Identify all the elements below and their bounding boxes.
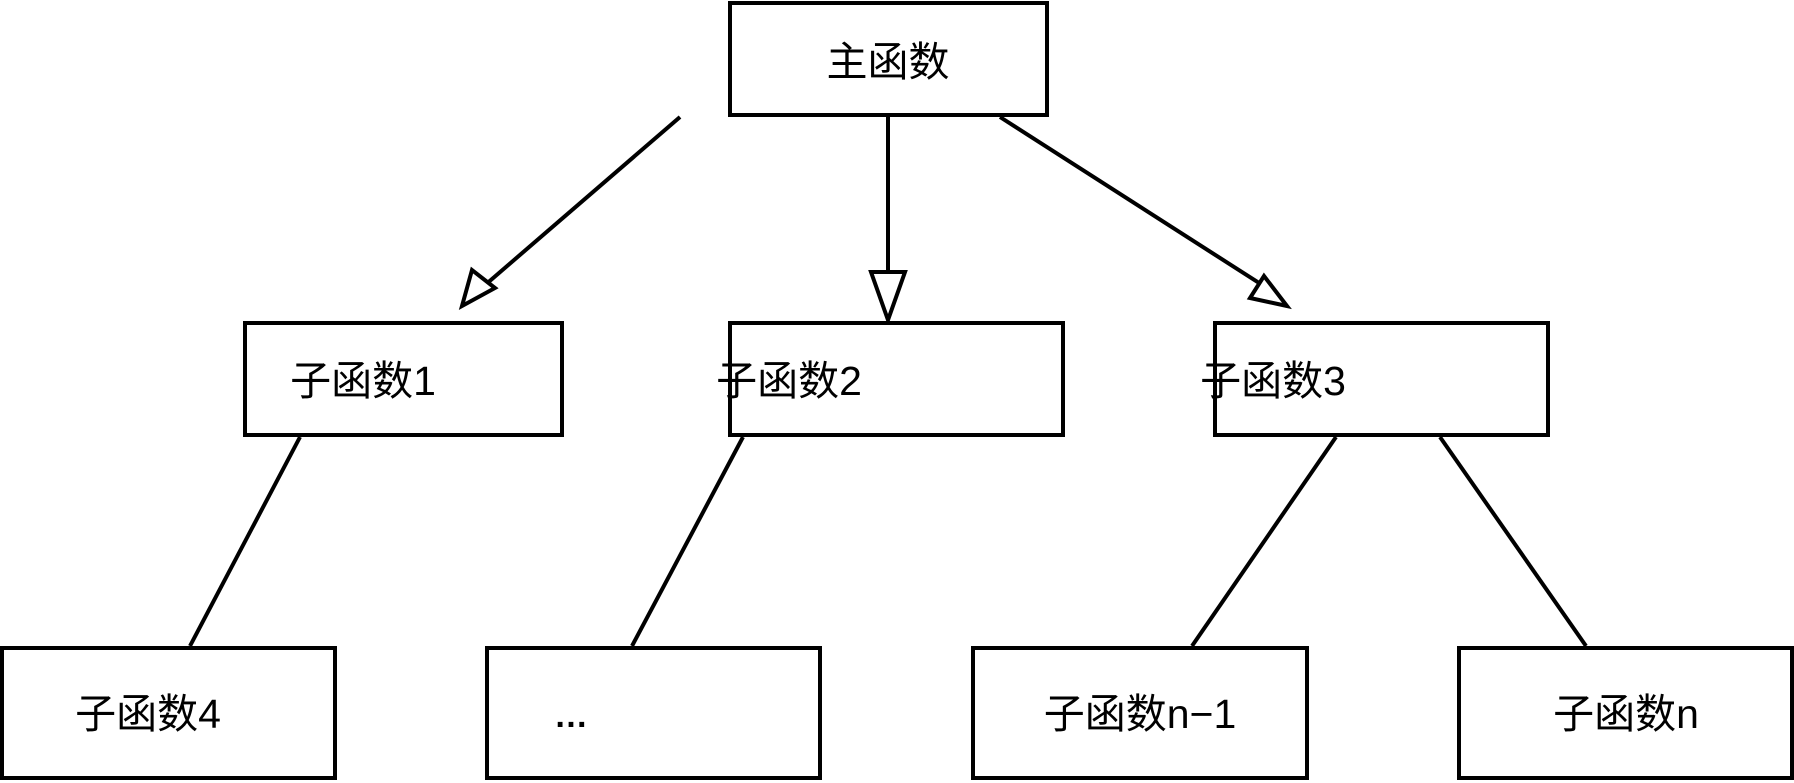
node-ellipsis-label: … <box>554 697 590 735</box>
node-main[interactable]: 主函数 <box>728 1 1049 117</box>
node-sub3[interactable]: 子函数3 <box>1200 321 1550 437</box>
arrowhead-main-sub3 <box>1246 272 1292 310</box>
edge-line-main-sub3 <box>998 115 1272 292</box>
node-sub1-label: 子函数1 <box>290 358 436 404</box>
node-sub3-label: 子函数3 <box>1200 358 1346 404</box>
arrowhead-main-sub1 <box>458 266 499 311</box>
node-sub2-box[interactable] <box>728 321 1065 437</box>
edge-layer <box>188 115 1588 648</box>
arrowhead-main-sub2 <box>868 270 908 326</box>
edge-line-sub1-sub4 <box>188 436 302 647</box>
edge-main-to-sub1 <box>458 115 682 311</box>
edge-main-to-sub2 <box>868 117 908 326</box>
node-subn[interactable]: 子函数n <box>1457 646 1794 780</box>
node-sub3-box[interactable] <box>1213 321 1550 437</box>
node-subn1-box[interactable] <box>971 646 1309 780</box>
node-subn1-label: 子函数n−1 <box>1044 691 1237 737</box>
edge-line-main-sub1 <box>468 115 682 300</box>
edge-line-sub2-more <box>630 436 745 647</box>
edge-line-sub3-subn <box>1438 435 1588 648</box>
node-sub1[interactable]: 子函数1 <box>243 321 564 437</box>
node-sub4-label: 子函数4 <box>75 691 221 737</box>
edge-main-to-sub3 <box>998 115 1292 310</box>
node-sub4-box[interactable] <box>0 646 337 780</box>
node-sub2-label: 子函数2 <box>716 358 862 404</box>
node-sub4[interactable]: 子函数4 <box>0 646 337 780</box>
node-main-box[interactable] <box>728 1 1049 117</box>
node-ellipsis[interactable]: … <box>485 646 822 780</box>
node-sub2[interactable]: 子函数2 <box>716 321 1065 437</box>
node-main-label: 主函数 <box>827 39 950 85</box>
node-subn-box[interactable] <box>1457 646 1794 780</box>
node-ellipsis-box[interactable] <box>485 646 822 780</box>
edge-line-sub3-subn1 <box>1190 435 1338 648</box>
node-subn1[interactable]: 子函数n−1 <box>971 646 1309 780</box>
node-sub1-box[interactable] <box>243 321 564 437</box>
node-subn-label: 子函数n <box>1553 691 1699 737</box>
